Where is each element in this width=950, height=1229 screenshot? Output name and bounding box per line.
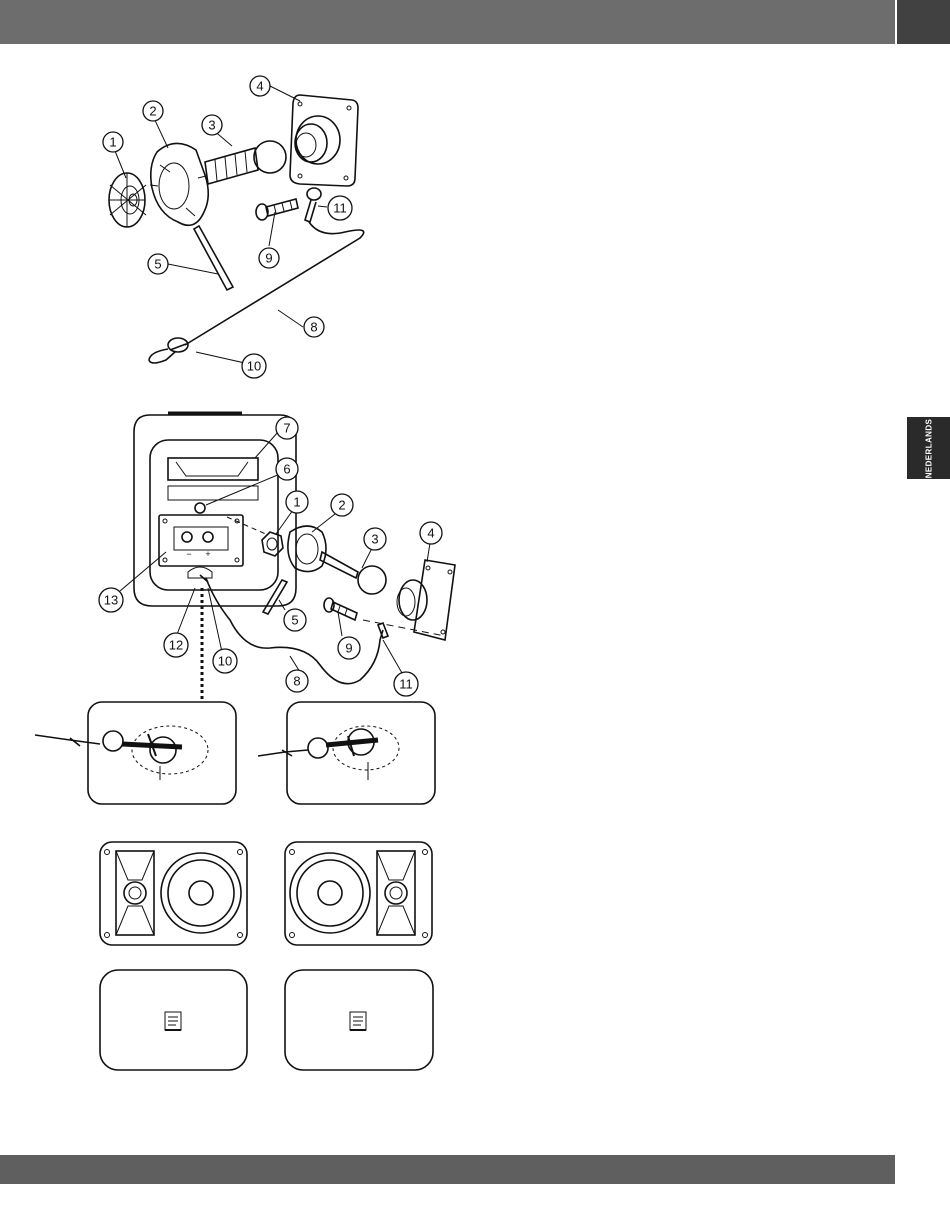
- callout-1b: 1: [286, 491, 308, 513]
- svg-text:9: 9: [265, 251, 272, 266]
- callout-4b: 4: [420, 522, 442, 544]
- cable-clip-illustration: [149, 338, 188, 363]
- svg-text:10: 10: [247, 359, 261, 374]
- svg-text:11: 11: [399, 677, 413, 692]
- svg-text:5: 5: [154, 257, 161, 272]
- svg-text:9: 9: [345, 641, 352, 656]
- callout-8b: 8: [286, 670, 308, 692]
- svg-text:10: 10: [218, 654, 232, 669]
- callout-9: 9: [259, 248, 279, 268]
- callout-10: 10: [242, 354, 266, 378]
- detail-view-left: [35, 702, 236, 804]
- svg-text:12: 12: [169, 638, 183, 653]
- svg-text:13: 13: [104, 593, 118, 608]
- detail-view-right: [258, 702, 435, 804]
- speaker-back-label-left: [100, 970, 247, 1070]
- locking-knob-illustration: [150, 143, 208, 225]
- svg-text:8: 8: [293, 674, 300, 689]
- callout-5: 5: [148, 254, 168, 274]
- svg-text:6: 6: [283, 462, 290, 477]
- callout-7: 7: [276, 417, 298, 439]
- callout-5b: 5: [284, 609, 306, 631]
- callout-1: 1: [103, 132, 123, 152]
- svg-text:3: 3: [371, 532, 378, 547]
- callout-12: 12: [164, 633, 188, 657]
- callout-6: 6: [276, 458, 298, 480]
- exploded-view-mount-parts: 1 2 3 4 5 8 9 10 11: [103, 76, 364, 378]
- speaker-front-horizontal-left: [100, 842, 247, 945]
- callout-3b: 3: [364, 528, 386, 550]
- speaker-back-label-right: [285, 970, 433, 1070]
- screw-illustration: [256, 199, 298, 220]
- callout-8: 8: [304, 317, 324, 337]
- svg-text:2: 2: [338, 498, 345, 513]
- callout-3: 3: [202, 115, 222, 135]
- pin-illustration: [194, 226, 233, 290]
- svg-text:3: 3: [208, 118, 215, 133]
- callout-9b: 9: [338, 637, 360, 659]
- svg-text:5: 5: [291, 613, 298, 628]
- callout-2b: 2: [331, 494, 353, 516]
- toothed-washer-illustration: [109, 173, 146, 227]
- cable-lug-illustration: [305, 188, 321, 222]
- speaker-front-horizontal-right: [285, 842, 432, 945]
- callout-13: 13: [99, 588, 123, 612]
- callout-11b: 11: [394, 672, 418, 696]
- svg-text:11: 11: [333, 201, 347, 216]
- callout-11: 11: [328, 196, 352, 220]
- callout-10b: 10: [213, 649, 237, 673]
- svg-text:4: 4: [256, 79, 263, 94]
- svg-text:7: 7: [283, 421, 290, 436]
- mounting-plate-illustration: [290, 95, 358, 186]
- svg-text:1: 1: [293, 495, 300, 510]
- svg-text:8: 8: [310, 320, 317, 335]
- svg-text:2: 2: [149, 104, 156, 119]
- svg-text:1: 1: [109, 135, 116, 150]
- safety-cable-illustration: [185, 222, 364, 345]
- callout-2: 2: [143, 101, 163, 121]
- svg-text:−: −: [186, 549, 191, 559]
- svg-text:+: +: [205, 549, 210, 559]
- speaker-back-assembly: − +: [99, 413, 455, 700]
- svg-text:4: 4: [427, 526, 434, 541]
- callout-4: 4: [250, 76, 270, 96]
- ball-stud-illustration: [205, 141, 286, 184]
